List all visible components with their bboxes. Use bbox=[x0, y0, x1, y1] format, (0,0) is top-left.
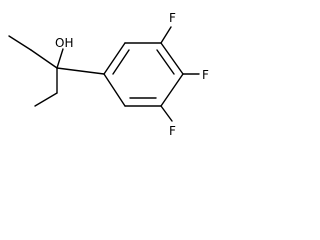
bond-to-fluorine-bottom bbox=[160, 105, 173, 122]
hydroxyl-label: OH bbox=[55, 36, 73, 50]
ring-bond-6 bbox=[103, 73, 126, 107]
bond-to-fluorine-top bbox=[160, 26, 172, 44]
ring-bond-1 bbox=[103, 42, 126, 75]
ring-inner-bond-1 bbox=[112, 49, 130, 75]
bond-group bbox=[8, 26, 200, 122]
ring-bond-4 bbox=[160, 73, 184, 107]
bond-lower-ethyl-terminal bbox=[34, 92, 58, 107]
fluorine-label-middle: F bbox=[202, 68, 209, 82]
bond-center-to-phenyl bbox=[56, 67, 105, 75]
fluorine-label-top: F bbox=[169, 11, 176, 25]
ring-bond-3 bbox=[160, 42, 184, 75]
molecule-structure: OH F F F bbox=[8, 11, 209, 138]
bond-upper-ethyl-terminal bbox=[8, 35, 32, 51]
bond-center-to-hydroxyl bbox=[56, 48, 64, 69]
fluorine-label-bottom: F bbox=[169, 124, 176, 138]
bond-upper-ethyl-to-center bbox=[30, 49, 58, 69]
ring-inner-bond-2 bbox=[156, 49, 175, 75]
